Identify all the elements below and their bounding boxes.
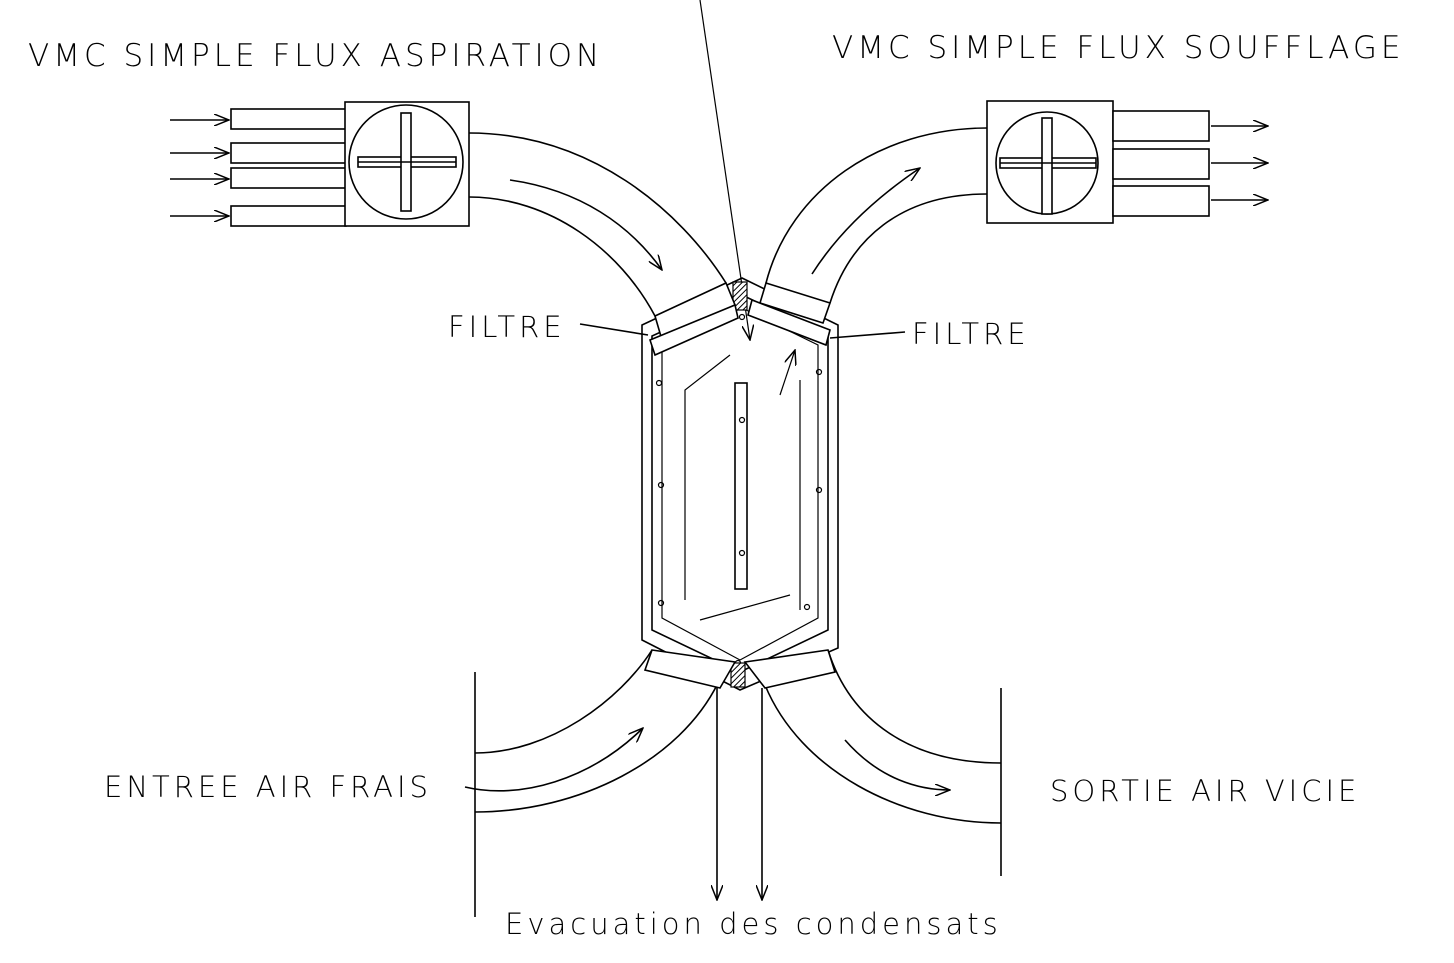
filtre-left-leader — [579, 323, 649, 336]
cuff-bottom-right — [743, 649, 837, 689]
fan-icon — [348, 104, 464, 220]
vmc-soufflage-title: VMC SIMPLE FLUX SOUFFLAGE — [832, 30, 1404, 66]
filtre-right-leader — [829, 331, 906, 339]
outlet-duct — [1112, 148, 1210, 180]
fan-icon — [995, 111, 1099, 215]
filter-right — [747, 281, 832, 347]
airflow-arrow — [844, 739, 950, 790]
outlet-duct — [1112, 185, 1210, 217]
airflow-arrow — [811, 168, 920, 275]
inlet-duct — [230, 167, 347, 189]
filter-left — [649, 281, 739, 357]
evacuation-condensats-label: Evacuation des condensats — [505, 907, 1002, 941]
entree-air-frais-label: ENTREE AIR FRAIS — [104, 770, 432, 804]
airflow-arrow — [464, 728, 643, 792]
filtre-left-label: FILTRE — [448, 310, 566, 344]
center-divider — [734, 382, 748, 590]
airflow-arrow — [509, 179, 662, 270]
filtre-right-label: FILTRE — [912, 317, 1030, 351]
vmc-soufflage-unit — [986, 100, 1268, 224]
duct-soufflage-curve — [765, 127, 988, 304]
inlet-duct — [230, 108, 347, 130]
cuff-bottom-left — [643, 649, 737, 689]
duct-aspiration-curve — [468, 132, 727, 317]
heat-exchanger-icon — [641, 0, 839, 691]
vmc-aspiration-title: VMC SIMPLE FLUX ASPIRATION — [28, 38, 603, 74]
inlet-duct — [230, 205, 347, 227]
duct-entree-air-frais — [464, 649, 719, 917]
duct-sortie-air-vicie — [764, 649, 1002, 876]
outlet-duct — [1112, 110, 1210, 142]
sortie-air-vicie-label: SORTIE AIR VICIE — [1050, 774, 1360, 808]
inlet-duct — [230, 142, 347, 164]
vmc-aspiration-unit — [170, 101, 470, 227]
